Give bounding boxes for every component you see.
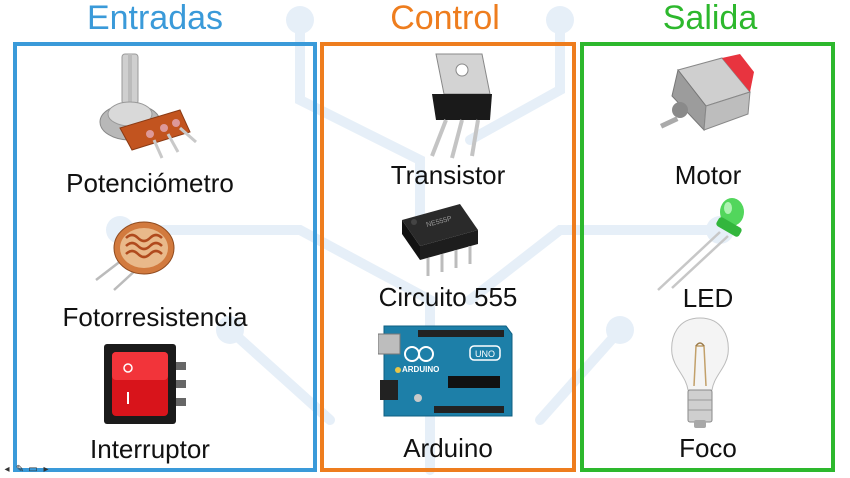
ic-555-label: Circuito 555 [378, 282, 518, 312]
rocker-switch-icon [104, 344, 186, 424]
potentiometer-label: Potenciómetro [66, 168, 234, 198]
photoresistor-label: Fotorresistencia [62, 302, 248, 332]
switch-label: Interruptor [90, 434, 210, 464]
photoresistor-icon [95, 221, 175, 291]
slide-navigation: ◂ ✎ ▭ ▸ [2, 464, 51, 476]
inputs-heading: Entradas [86, 0, 224, 37]
potentiometer-icon [99, 53, 197, 159]
outputs-heading: Salida [662, 0, 758, 37]
arduino-board-icon: ARDUINO UNO [378, 325, 513, 417]
prev-arrow-icon[interactable]: ◂ [4, 464, 10, 475]
transistor-label: Transistor [390, 160, 506, 190]
led-label: LED [682, 283, 734, 313]
bulb-label: Foco [679, 433, 737, 463]
dc-motor-icon [659, 54, 754, 132]
next-arrow-icon[interactable]: ▸ [43, 464, 49, 475]
arduino-model-text: UNO [475, 349, 495, 359]
inputs-panel [13, 42, 317, 472]
control-panel [320, 42, 576, 472]
transistor-icon [430, 53, 492, 159]
pen-icon[interactable]: ✎ [15, 464, 25, 475]
ic-555-chip-icon: NE555P [402, 204, 478, 276]
menu-icon[interactable]: ▭ [28, 464, 38, 475]
motor-label: Motor [674, 160, 742, 190]
light-bulb-icon [671, 317, 729, 428]
led-icon [657, 198, 744, 291]
control-heading: Control [390, 0, 500, 37]
outputs-panel [580, 42, 835, 472]
arduino-brand-text: ARDUINO [402, 365, 439, 374]
arduino-label: Arduino [403, 433, 493, 463]
